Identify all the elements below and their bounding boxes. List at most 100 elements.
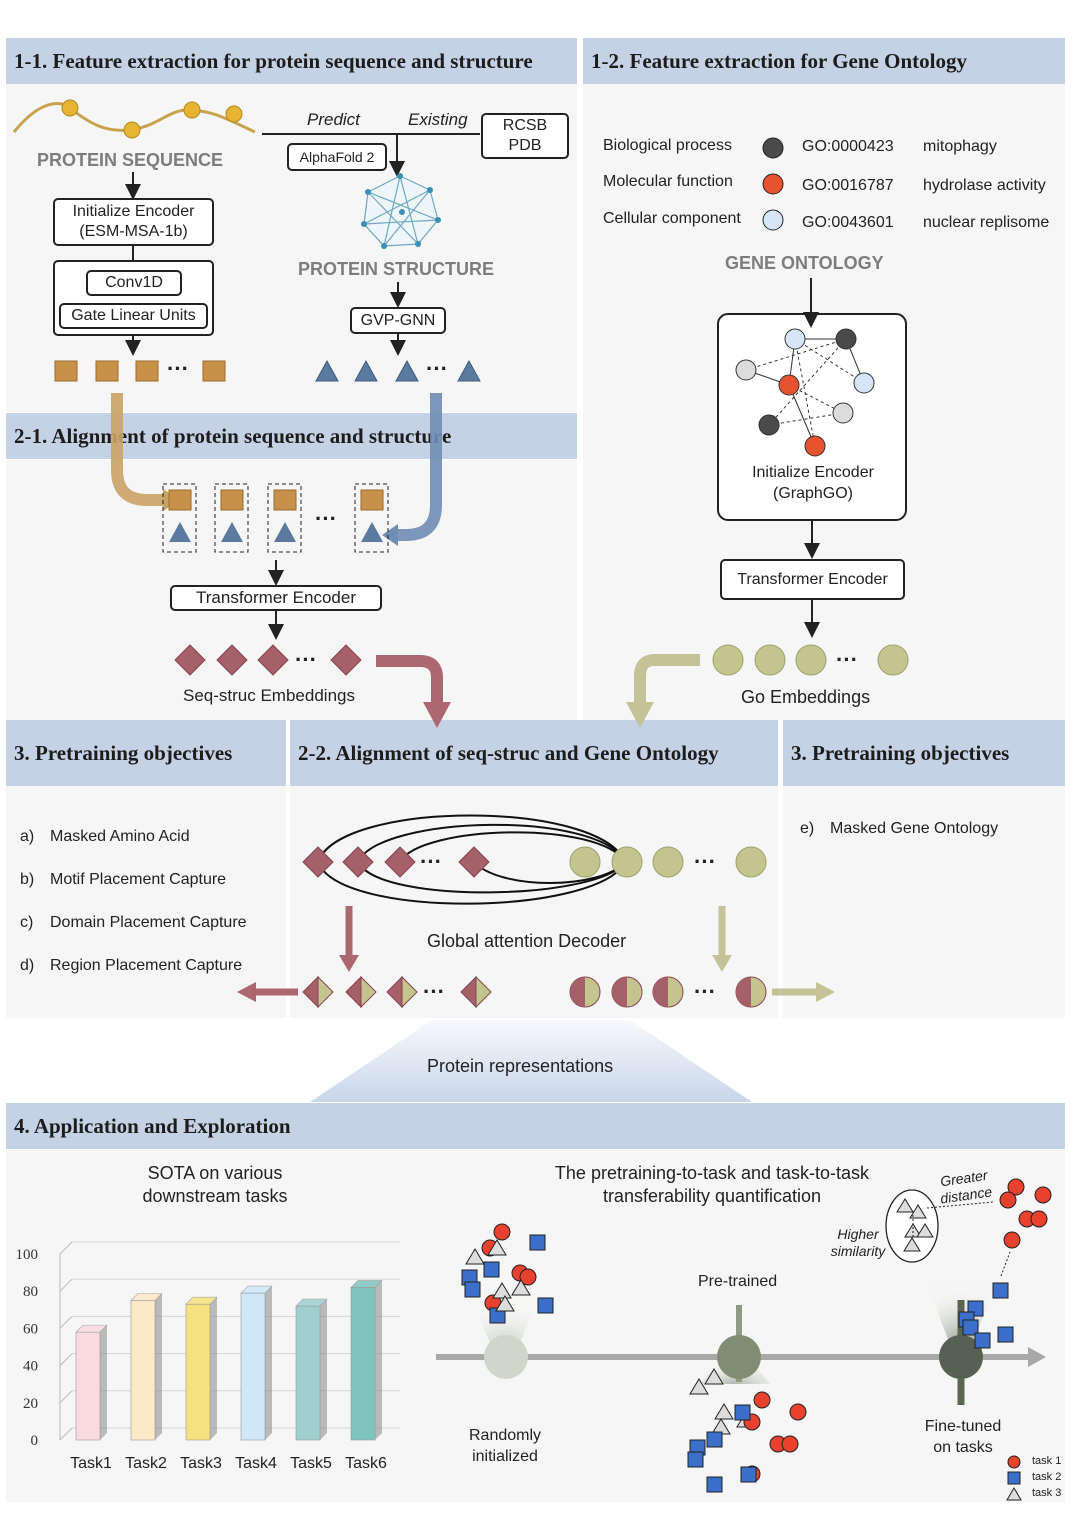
go-id-cc: GO:0043601 [802,214,894,231]
y-tick-label: 80 [23,1284,38,1300]
x-tick-label: Task5 [290,1455,332,1472]
header-4: 4. Application and Exploration [6,1103,1065,1149]
svg-text:···: ··· [167,356,189,381]
glu-box: Gate Linear Units [59,303,208,329]
bar-task6 [350,1287,376,1441]
y-grid-slant [59,1241,73,1255]
rcsb-box: RCSB PDB [481,113,569,159]
sequence-feature-squares [54,360,226,382]
seqstruc-diamonds [174,644,362,676]
protein-structure-icon [361,173,441,249]
decoder-input-circles [569,846,767,878]
finetuned-cluster [958,1178,1052,1349]
decoder-label: Global attention Decoder [427,931,627,951]
go-term-cc: nuclear replisome [923,214,1050,231]
bar-side-task5 [320,1299,327,1440]
y-grid-slant [59,1278,73,1292]
graphgo-encoder-label: Initialize Encoder (GraphGO) [752,464,874,502]
sequence-caption: PROTEIN SEQUENCE [37,150,224,170]
bar-task3 [185,1303,211,1441]
conv1d-box: Conv1D [86,270,182,296]
x-tick-label: Task3 [180,1455,222,1472]
y-tick-label: 60 [23,1321,38,1337]
x-tick-label: Task6 [345,1455,387,1472]
objective-b: b)Motif Placement Capture [20,871,227,888]
svg-text:···: ··· [694,979,716,1004]
y-tick-label: 40 [23,1359,38,1375]
sequence-alignment-arrow [111,393,165,506]
go-category-cc: Cellular component [603,210,741,227]
header-2-2: 2-2. Alignment of seq-struc and Gene Ont… [290,720,778,786]
pretrained-label: Pre-trained [698,1273,778,1290]
seq-encoder-box: Initialize Encoder (ESM-MSA-1b) [53,198,214,246]
structure-alignment-arrow [396,393,442,541]
structure-caption: PROTEIN STRUCTURE [298,259,495,279]
legend-task1: task 1 [1032,1455,1062,1467]
random-cluster [461,1223,554,1324]
header-3-left: 3. Pretraining objectives [6,720,286,786]
objectives-left-list: a)Masked Amino Acid b)Motif Placement Ca… [20,828,247,1000]
svg-text:···: ··· [420,849,442,874]
x-tick-label: Task4 [235,1455,277,1472]
y-tick-label: 20 [23,1396,38,1412]
bar-side-task6 [375,1280,382,1440]
bar-side-task1 [100,1325,107,1440]
bar-task1 [75,1331,101,1441]
output-circles [569,976,767,1008]
legend-task2: task 2 [1032,1471,1062,1483]
structure-feature-triangles [315,359,481,382]
bar-side-task4 [265,1286,272,1440]
panel-3-left [6,786,286,1018]
objective-c: c)Domain Placement Capture [20,914,247,931]
random-label: Randomly initialized [468,1427,542,1465]
sota-title: SOTA on various downstream tasks [142,1163,288,1206]
representations-funnel [310,1020,752,1102]
bar-side-task3 [210,1297,217,1440]
y-tick-label: 0 [31,1433,39,1449]
transfer-title: The pretraining-to-task and task-to-task… [554,1163,870,1206]
go-category-bp: Biological process [603,137,732,154]
svg-text:···: ··· [694,849,716,874]
y-grid-slant [59,1353,73,1366]
predict-label: Predict [307,110,360,129]
gvp-gnn-box: GVP-GNN [350,307,446,334]
panel-3-right [783,786,1065,1018]
pretrained-cluster [687,1368,807,1493]
protein-representations-label: Protein representations [427,1056,614,1076]
alphafold-box: AlphaFold 2 [287,143,387,171]
seqstruc-to-decoder-arrow [376,655,443,705]
higher-similarity-label: Higher similarity [830,1226,886,1259]
y-grid-slant [59,1316,73,1329]
go-id-mf: GO:0016787 [802,177,894,194]
gene-ontology-caption: GENE ONTOLOGY [725,253,884,273]
random-node [484,1335,528,1379]
legend-task3: task 3 [1032,1487,1062,1499]
go-term-mf: hydrolase activity [923,177,1046,194]
go-category-mf: Molecular function [603,173,733,190]
svg-text:···: ··· [423,979,445,1004]
task-legend-markers [1006,1455,1022,1501]
finetuned-label: Fine-tuned on tasks [924,1418,1002,1456]
header-2-1: 2-1. Alignment of protein sequence and s… [6,413,577,459]
x-tick-label: Task1 [70,1455,112,1472]
seqstruc-transformer-box: Transformer Encoder [170,585,382,611]
bar-task5 [295,1305,321,1441]
y-tick-label: 100 [16,1247,39,1263]
existing-label: Existing [408,110,468,129]
decoder-input-diamonds [302,846,490,878]
output-diamonds [302,975,492,1009]
go-category-markers [762,137,784,231]
objective-d: d)Region Placement Capture [20,957,243,974]
go-graph [735,328,875,457]
go-id-bp: GO:0000423 [802,138,894,155]
svg-text:···: ··· [295,647,317,672]
seqstruc-embeddings-label: Seq-struc Embeddings [183,686,355,705]
bar-task2 [130,1300,156,1441]
bar-side-task2 [155,1293,162,1440]
bar-task4 [240,1292,266,1441]
svg-text:···: ··· [836,647,858,672]
go-embedding-circles [712,644,909,676]
y-grid-slant [59,1427,73,1441]
